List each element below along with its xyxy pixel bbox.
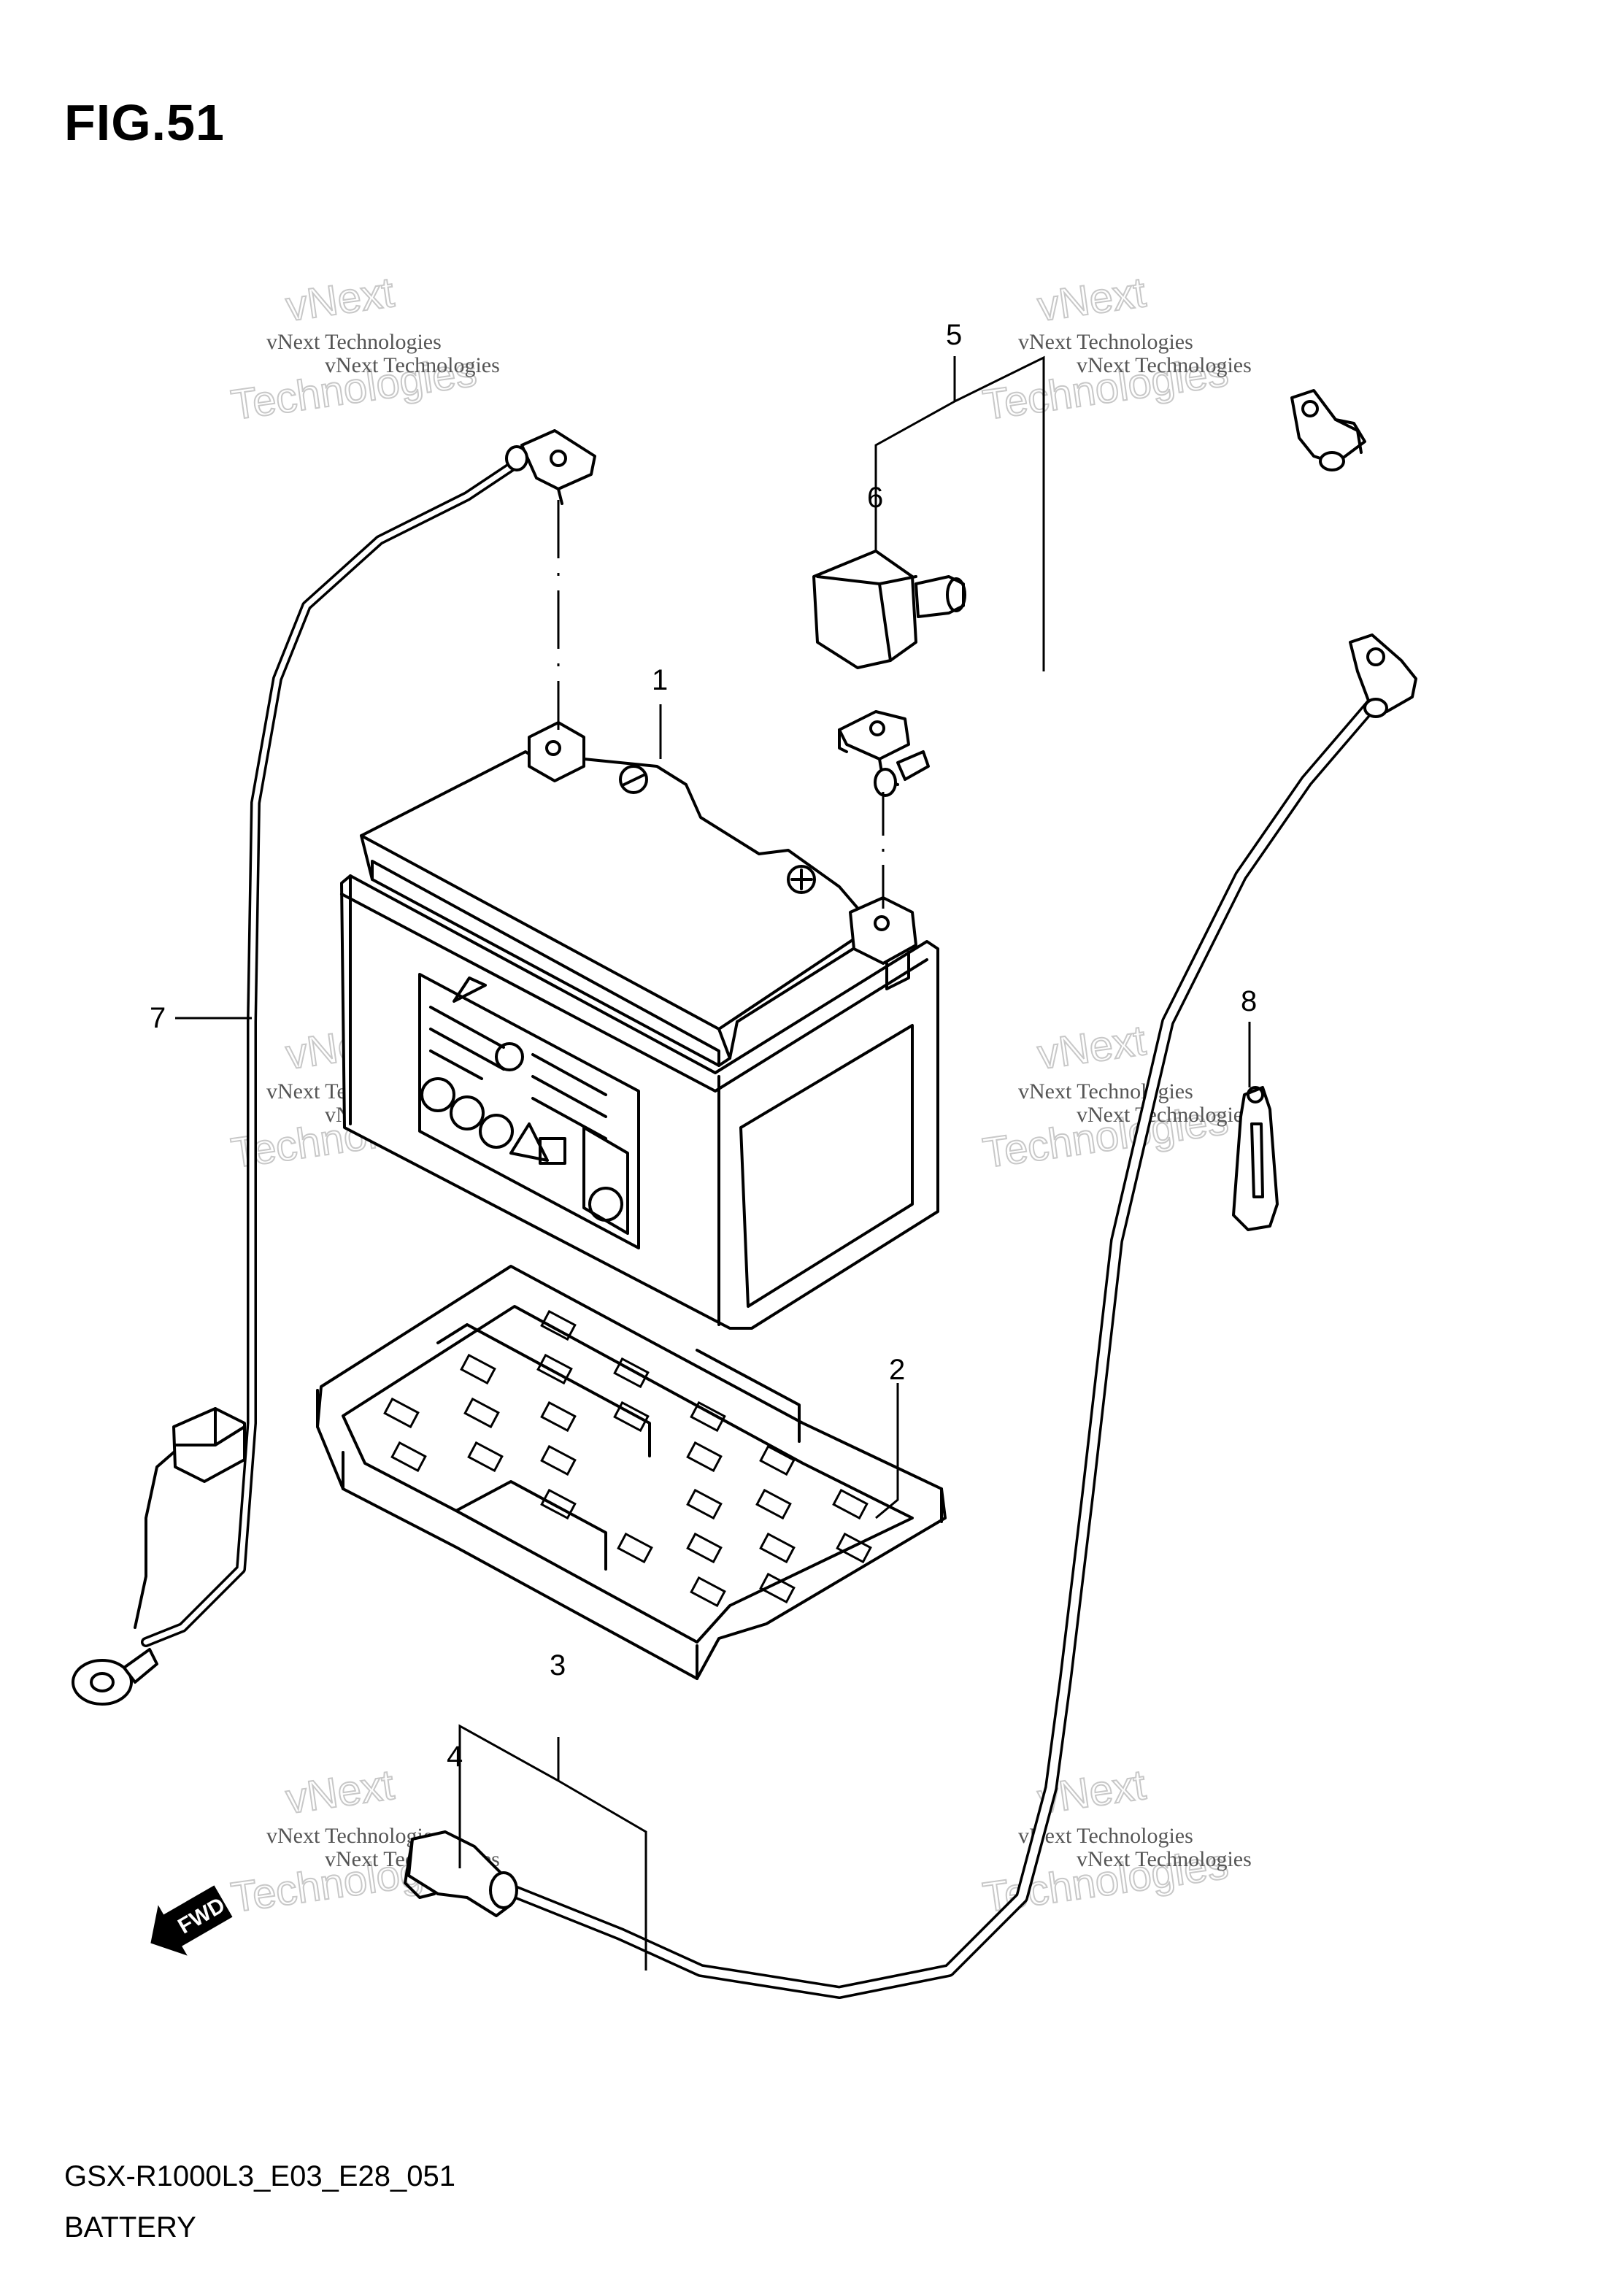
watermark-top-left: vNext Technologies vNext Technologies vN… — [228, 268, 500, 430]
watermark-small: vNext Technologies — [1077, 1847, 1252, 1871]
callout-8: 8 — [1241, 985, 1257, 1017]
callout-5: 5 — [946, 319, 962, 351]
watermark-large-top: vNext — [1035, 269, 1149, 331]
callout-7: 7 — [150, 1002, 166, 1034]
harness-wire — [72, 429, 596, 1706]
figure-name: BATTERY — [64, 2211, 196, 2243]
watermark-large-top: vNext — [283, 269, 397, 331]
watermark-small: vNext Technologies — [325, 353, 500, 377]
callout-3: 3 — [550, 1649, 566, 1681]
callout-6: 6 — [867, 482, 883, 514]
callout-2: 2 — [889, 1354, 905, 1386]
tray-slots — [383, 1309, 872, 1608]
watermark-large-top: vNext — [1035, 1017, 1149, 1079]
callout-4: 4 — [447, 1741, 463, 1773]
watermark-small: vNext Technologies — [1018, 1079, 1193, 1103]
battery-tray — [316, 1265, 947, 1680]
leader-lines — [175, 355, 1251, 1971]
install-guides — [557, 500, 885, 912]
watermark-small: vNext Technologies — [1018, 1824, 1193, 1848]
positive-cable — [838, 389, 1366, 797]
watermark-top-right: vNext Technologies vNext Technologies vN… — [979, 268, 1252, 430]
figure-code: GSX-R1000L3_E03_E28_051 — [64, 2160, 455, 2192]
watermark-large-top: vNext — [283, 1761, 397, 1823]
watermark-small: vNext Technologies — [1018, 330, 1193, 354]
fwd-arrow-icon: FWD — [150, 1885, 233, 1956]
cable-clamp — [1232, 1086, 1279, 1231]
figure-title: FIG.51 — [64, 94, 225, 151]
callout-1: 1 — [652, 664, 668, 696]
watermark-small: vNext Technologies — [1077, 1103, 1252, 1127]
battery — [340, 721, 939, 1330]
terminal-cover — [812, 550, 966, 669]
negative-cable — [404, 633, 1417, 1999]
watermark-small: vNext Technologies — [266, 330, 442, 354]
watermark-small: vNext Technologies — [1077, 353, 1252, 377]
watermark-mid-right: vNext Technologies vNext Technologies vN… — [979, 1016, 1252, 1178]
